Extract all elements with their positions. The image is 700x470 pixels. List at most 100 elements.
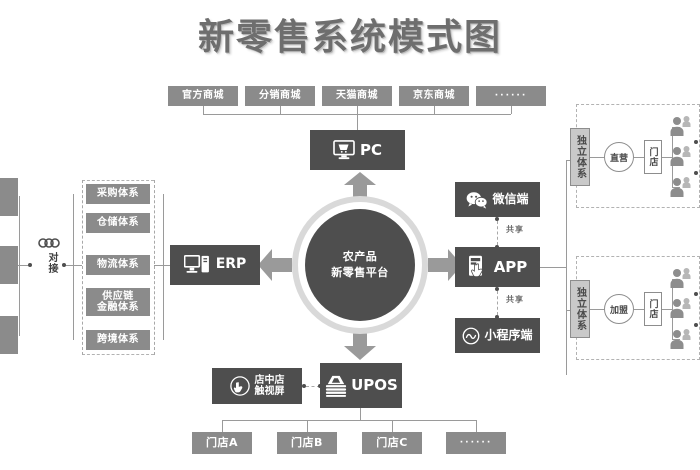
app-to-branches-line [540, 267, 566, 268]
store-box-b[interactable]: 门店B [277, 432, 337, 454]
branch-system-box-direct[interactable]: 独立体系 [570, 128, 590, 186]
system-label-line1: 供应链 [102, 290, 134, 302]
platform-core[interactable]: 农产品 新零售平台 [305, 209, 415, 321]
store-drop-4 [476, 420, 477, 432]
branch-store-label: 门店 [647, 147, 658, 167]
channel-drop-5 [511, 106, 512, 114]
store-label: 门店B [291, 435, 323, 449]
app-node-label: APP [493, 257, 528, 276]
docking-dot-left [28, 263, 32, 267]
channel-label-ellipsis: ······ [494, 90, 528, 101]
wechat-app-dashed-line [497, 221, 498, 245]
branch-line-mode-store-2 [634, 309, 644, 310]
channel-label: 分销商城 [259, 90, 301, 102]
app-mini-dashed-line [497, 291, 498, 315]
upos-box[interactable]: UPOS [320, 363, 402, 408]
branch-store-rail-stub-2 [662, 309, 672, 310]
channel-box-more[interactable]: ······ [476, 86, 546, 106]
system-box-logistics[interactable]: 物流体系 [86, 255, 150, 275]
touchscreen-upos-dot [302, 384, 306, 388]
system-box-supplychain-finance[interactable]: 供应链 金融体系 [86, 288, 150, 316]
wechat-node-box[interactable]: 微信端 [455, 182, 540, 217]
store-drop-2 [307, 420, 308, 432]
pc-hub-label: PC [359, 140, 382, 159]
branch-store-rail-stub-1 [662, 157, 672, 158]
external-box-3[interactable] [0, 316, 18, 354]
system-box-warehouse[interactable]: 仓储体系 [86, 213, 150, 233]
systems-panel-left-edge [82, 180, 83, 355]
channel-drop-4 [434, 106, 435, 114]
system-label: 仓储体系 [97, 217, 139, 229]
branch-mode-label: 直营 [609, 153, 628, 164]
channel-label: 天猫商城 [336, 90, 378, 102]
system-label-line2: 金融体系 [97, 302, 139, 313]
branch-mode-circle-direct[interactable]: 直营 [604, 142, 634, 172]
branch-line-system-mode-2 [590, 309, 604, 310]
store-box-c[interactable]: 门店C [362, 432, 422, 454]
store-drop-1 [222, 420, 223, 432]
branch-store-box-direct[interactable]: 门店 [644, 140, 662, 174]
docking-dot-right [62, 263, 66, 267]
system-label: 物流体系 [97, 259, 139, 271]
store-box-a[interactable]: 门店A [192, 432, 252, 454]
customer-icon [668, 145, 692, 167]
external-box-2[interactable] [0, 246, 18, 284]
arrow-left-to-erp [258, 247, 292, 283]
system-box-crossborder[interactable]: 跨境体系 [86, 330, 150, 350]
miniprogram-node-label: 小程序端 [484, 327, 533, 342]
channel-box-official[interactable]: 官方商城 [168, 86, 238, 106]
share-label-1: 共享 [506, 225, 524, 234]
pc-hub-box[interactable]: PC [310, 130, 405, 170]
system-label: 采购体系 [97, 188, 139, 200]
wechat-app-dot-top [495, 217, 499, 221]
store-drop-3 [392, 420, 393, 432]
store-label: 门店C [376, 435, 408, 449]
chain-link-icon [38, 237, 62, 249]
systems-panel [82, 180, 154, 355]
customer-icon [668, 176, 692, 198]
miniprogram-node-box[interactable]: 小程序端 [455, 318, 540, 353]
wechat-icon [466, 191, 488, 209]
branch-dot [694, 140, 698, 144]
customer-icon [668, 115, 692, 137]
platform-core-line2: 新零售平台 [331, 266, 389, 279]
branch-store-label: 门店 [647, 299, 658, 319]
branch-dot [694, 292, 698, 296]
branch-system-label: 独立体系 [574, 135, 586, 179]
system-box-procurement[interactable]: 采购体系 [86, 184, 150, 204]
branch-system-box-franchise[interactable]: 独立体系 [570, 280, 590, 338]
channel-box-tmall[interactable]: 天猫商城 [322, 86, 392, 106]
branch-store-rail-2 [672, 279, 673, 339]
systems-left-rail [73, 194, 74, 340]
wechat-node-label: 微信端 [492, 191, 529, 206]
branch-cust-stub-2c [672, 339, 680, 340]
miniprogram-icon [462, 327, 480, 345]
platform-core-line1: 农产品 [342, 250, 378, 264]
branch-store-box-franchise[interactable]: 门店 [644, 292, 662, 326]
channel-drop-2 [280, 106, 281, 114]
external-box-1[interactable] [0, 178, 18, 216]
store-box-more[interactable]: ······ [446, 432, 506, 454]
instore-touchscreen-box[interactable]: 店中店 触视屏 [212, 368, 302, 404]
customer-icon [668, 297, 692, 319]
touchscreen-label-line1: 店中店 [254, 374, 285, 386]
touch-hand-icon [229, 376, 250, 396]
erp-box[interactable]: ERP [170, 245, 260, 285]
page-title: 新零售系统模式图 [197, 17, 502, 58]
branch-system-label: 独立体系 [574, 287, 586, 331]
store-label-ellipsis: ······ [459, 437, 493, 448]
branch-dot [694, 323, 698, 327]
systems-panel-right-edge [154, 180, 155, 355]
share-label-2: 共享 [506, 295, 524, 304]
channel-label: 官方商城 [182, 90, 224, 102]
channel-drop-1 [203, 106, 204, 114]
branch-mode-circle-franchise[interactable]: 加盟 [604, 294, 634, 324]
app-node-box[interactable]: APP [455, 247, 540, 287]
channel-drop-3 [357, 106, 358, 114]
channel-box-jd[interactable]: 京东商城 [399, 86, 469, 106]
hand-tap-phone-icon [468, 255, 488, 279]
branch-line-mode-store-1 [634, 157, 644, 158]
channel-box-distribution[interactable]: 分销商城 [245, 86, 315, 106]
app-mini-dot-bottom [495, 315, 499, 319]
upos-drop-line [360, 408, 361, 420]
